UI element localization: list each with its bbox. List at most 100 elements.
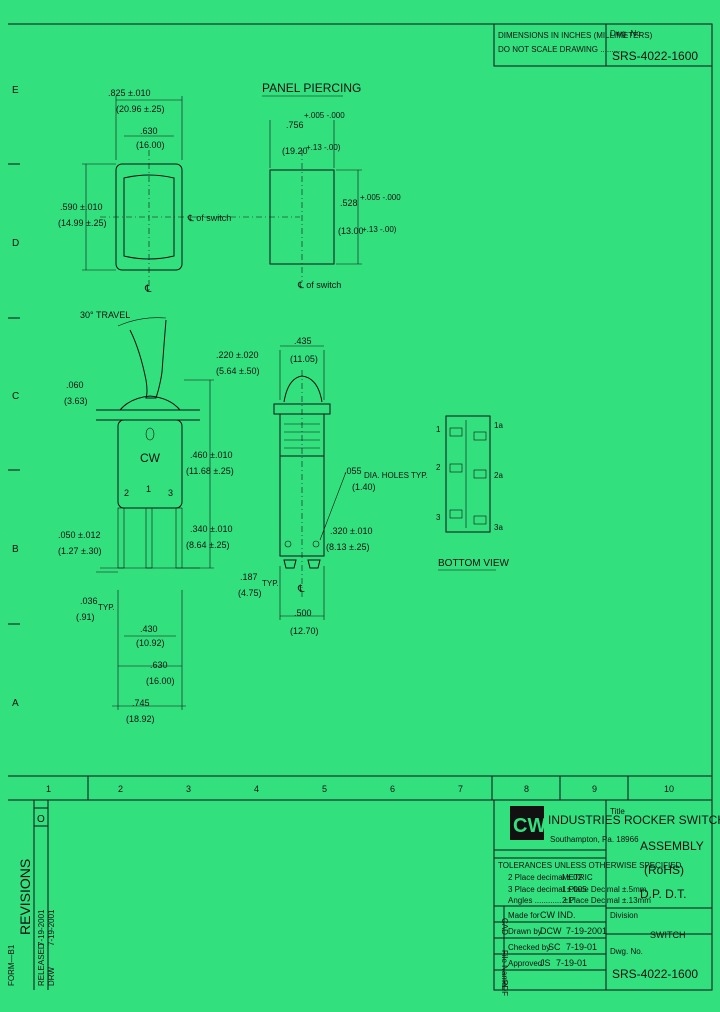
dim-036-typ: TYP.	[98, 603, 115, 612]
division-value: SWITCH	[650, 930, 686, 940]
dim-top-width: .825 ±.010	[108, 88, 150, 98]
zone-num-1: 1	[46, 784, 51, 794]
title-line-4: D.P. D.T.	[640, 887, 686, 901]
title-line-3: (RoHS)	[644, 863, 684, 877]
dim-055: .055	[344, 466, 362, 476]
dim-inner-width-mm: (16.00)	[136, 140, 165, 150]
panel-centerline: ℄ of switch	[297, 280, 341, 290]
cad-vertical-label: CAD	[500, 918, 509, 935]
checked-label: Checked by	[508, 943, 550, 952]
dim-187: .187	[240, 572, 258, 582]
title-label: Title	[610, 807, 625, 816]
dim-460: .460 ±.010	[190, 450, 232, 460]
made-for-value: CW IND.	[540, 910, 576, 920]
drw-date: 7-19-2001	[47, 909, 56, 946]
centerline-symbol: ℄	[144, 284, 152, 295]
dim-320: .320 ±.010	[330, 526, 372, 536]
zone-num-6: 6	[390, 784, 395, 794]
side-brand: CW	[140, 451, 161, 465]
panel-height: .528	[340, 198, 358, 208]
scale-note: DO NOT SCALE DRAWING ..........	[498, 45, 622, 54]
panel-width-mm-tol: +.13 -.00)	[306, 143, 341, 152]
side-term-3: 3	[168, 488, 173, 498]
dim-050: .050 ±.012	[58, 530, 100, 540]
approved-by: JS	[540, 958, 551, 968]
bottom-term-1a: 1a	[494, 421, 503, 430]
dim-435-mm: (11.05)	[290, 354, 318, 364]
dim-320-mm: (8.13 ±.25)	[326, 542, 369, 552]
dim-055-label: DIA. HOLES TYP.	[364, 471, 428, 480]
panel-piercing-view: PANEL PIERCING .756 +.005 -.000 (19.20 +…	[262, 81, 401, 290]
drawn-date: 7-19-2001	[566, 926, 607, 936]
dim-220: .220 ±.020	[216, 350, 258, 360]
form-label: FORM—B1	[7, 944, 16, 986]
bottom-term-3a: 3a	[494, 523, 503, 532]
title-dwg-no: SRS-4022-1600	[612, 967, 698, 981]
zone-num-8: 8	[524, 784, 529, 794]
dim-630b-mm: (16.00)	[146, 676, 175, 686]
approved-date: 7-19-01	[556, 958, 587, 968]
bottom-term-3: 3	[436, 513, 441, 522]
dim-050-mm: (1.27 ±.30)	[58, 546, 101, 556]
drawn-label: Drawn by	[508, 927, 542, 936]
zone-letter-d: D	[12, 238, 19, 249]
zone-num-10: 10	[664, 784, 674, 794]
dim-top-width-mm: (20.96 ±.25)	[116, 104, 164, 114]
zone-num-2: 2	[118, 784, 123, 794]
released-date: 7-19-2001	[37, 909, 46, 946]
zone-numbers: 1 2 3 4 5 6 7 8 9 10	[46, 776, 674, 800]
title-line-1: ROCKER SWITCH	[624, 813, 720, 827]
tol-row3-right: 2 Place Decimal ±.13mm	[562, 896, 651, 905]
bottom-view: 1 2 3 1a 2a 3a BOTTOM VIEW	[436, 415, 509, 571]
tolerances-header: TOLERANCES UNLESS OTHERWISE SPECIFIED	[498, 861, 682, 870]
panel-width-tol: +.005 -.000	[304, 111, 345, 120]
tol-row3-left: Angles ............ ±1°	[508, 896, 576, 905]
zone-num-3: 3	[186, 784, 191, 794]
dim-340-mm: (8.64 ±.25)	[186, 540, 229, 550]
dim-inner-width: .630	[140, 126, 158, 136]
dim-430: .430	[140, 624, 158, 634]
dim-630b: .630	[150, 660, 168, 670]
dim-055-mm: (1.40)	[352, 482, 376, 492]
tol-row1-right: METRIC	[562, 873, 593, 882]
dim-187-typ: TYP.	[262, 579, 279, 588]
title-line-2: ASSEMBLY	[640, 839, 704, 853]
travel-label: 30° TRAVEL	[80, 310, 130, 320]
drawn-by: DCW	[540, 926, 562, 936]
made-for-label: Made for	[508, 911, 540, 920]
zone-num-5: 5	[322, 784, 327, 794]
company-location: Southampton, Pa. 18966	[550, 835, 639, 844]
dim-060-mm: (3.63)	[64, 396, 88, 406]
zone-letter-b: B	[12, 544, 19, 555]
tol-row1-left: 2 Place decimal ±.02	[508, 873, 583, 882]
rev-letter: O	[37, 814, 45, 825]
dwg-no-label: Dwg. No.	[610, 29, 643, 38]
panel-height-mm-tol: +.13 -.00)	[362, 225, 397, 234]
tol-row2-right: 1 Place Decimal ±.5mm	[562, 885, 647, 894]
zone-num-4: 4	[254, 784, 259, 794]
bottom-view-title: BOTTOM VIEW	[438, 558, 509, 569]
dim-340: .340 ±.010	[190, 524, 232, 534]
released-label: RELEASED	[37, 943, 46, 986]
side-view: CW 2 1 3 30° TRAVEL .220 ±.020 (5.64 ±.5…	[58, 310, 259, 724]
title-block: CW INDUSTRIES Southampton, Pa. 18966 Tit…	[493, 799, 720, 996]
pdf-vertical-label: PDF	[500, 980, 509, 996]
dwg-no-value: SRS-4022-1600	[612, 49, 698, 63]
left-margin-zones: E D C B A	[8, 85, 20, 709]
units-note: DIMENSIONS IN INCHES (MILLIMETERS)	[498, 31, 653, 40]
dim-187-mm: (4.75)	[238, 588, 262, 598]
zone-num-7: 7	[458, 784, 463, 794]
top-view: .825 ±.010 (20.96 ±.25) .630 (16.00) .59…	[58, 88, 300, 295]
company-logo: CW	[510, 806, 546, 840]
file-name-vertical-label: File Name	[500, 950, 509, 987]
checked-by: SC	[548, 942, 561, 952]
logo-text: CW	[513, 815, 546, 837]
approved-label: Approved	[508, 959, 542, 968]
dim-220-mm: (5.64 ±.50)	[216, 366, 259, 376]
dim-500: .500	[294, 608, 312, 618]
dim-060: .060	[66, 380, 84, 390]
title-dwg-no-label: Dwg. No.	[610, 947, 643, 956]
dim-036: .036	[80, 596, 98, 606]
zone-num-9: 9	[592, 784, 597, 794]
drw-label: DRW	[47, 967, 56, 986]
